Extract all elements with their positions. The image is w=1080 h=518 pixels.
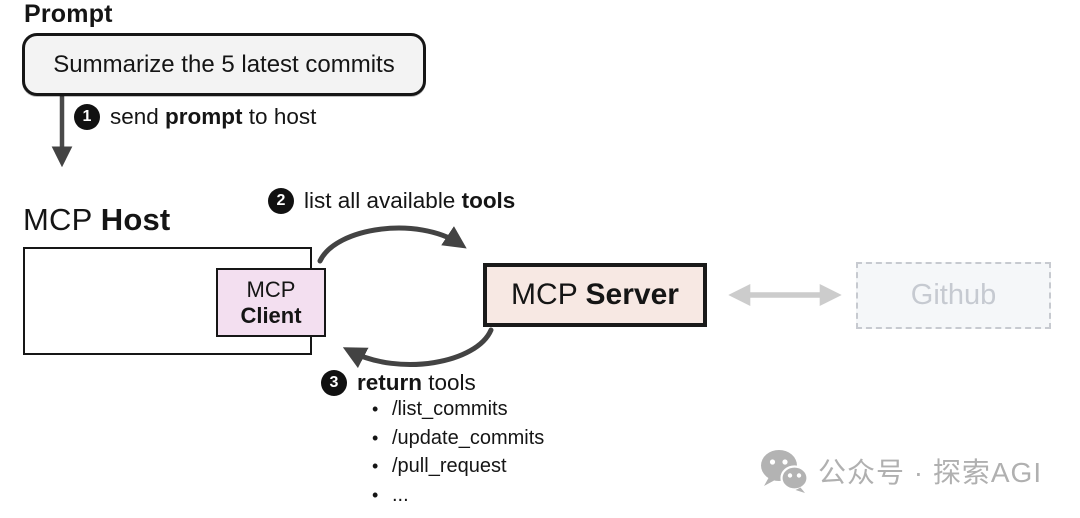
prompt-text: Summarize the 5 latest commits [53,50,395,78]
wechat-icon [761,450,808,493]
mcp-server-box: MCP Server [483,263,707,327]
step-3-badge: 3 [321,370,347,396]
step-1-badge: 1 [74,104,100,130]
bullet-icon: • [372,484,379,505]
bullet-icon: • [372,399,379,419]
github-label: Github [910,279,997,311]
mcp-server-text: MCP Server [511,278,679,311]
bullet-icon: • [372,427,379,448]
mcp-client-line2: Client [240,302,302,328]
step-2-badge: 2 [268,188,294,214]
tool-item: • /pull_request [372,455,507,477]
step-2-label: 2 list all available tools [268,188,515,214]
bullet-icon: • [372,456,379,476]
arrow-client-to-server [317,225,467,264]
github-box: Github [856,262,1051,329]
step-2-text: list all available tools [304,188,516,213]
watermark: 公众号 · 探索AGI [760,449,1042,493]
mcp-client-line1: MCP [246,276,296,302]
arrow-server-to-client [342,327,494,369]
tool-item: • /list_commits [372,398,508,420]
prompt-box: Summarize the 5 latest commits [22,33,426,96]
step-3-label: 3 return tools [321,370,476,396]
prompt-heading: Prompt [24,0,113,28]
mcp-host-label: MCP Host [23,202,171,237]
watermark-text: 公众号 · 探索AGI [818,457,1043,488]
step-3-text: return tools [357,370,476,395]
step-1-text: send prompt to host [110,104,317,129]
tools-list: • /list_commits • /update_commits • /pul… [372,398,544,512]
tool-item: • /update_commits [372,426,545,449]
tool-item: • ... [372,483,409,506]
step-1-label: 1 send prompt to host [74,104,316,130]
mcp-client-box: MCP Client [216,268,326,337]
